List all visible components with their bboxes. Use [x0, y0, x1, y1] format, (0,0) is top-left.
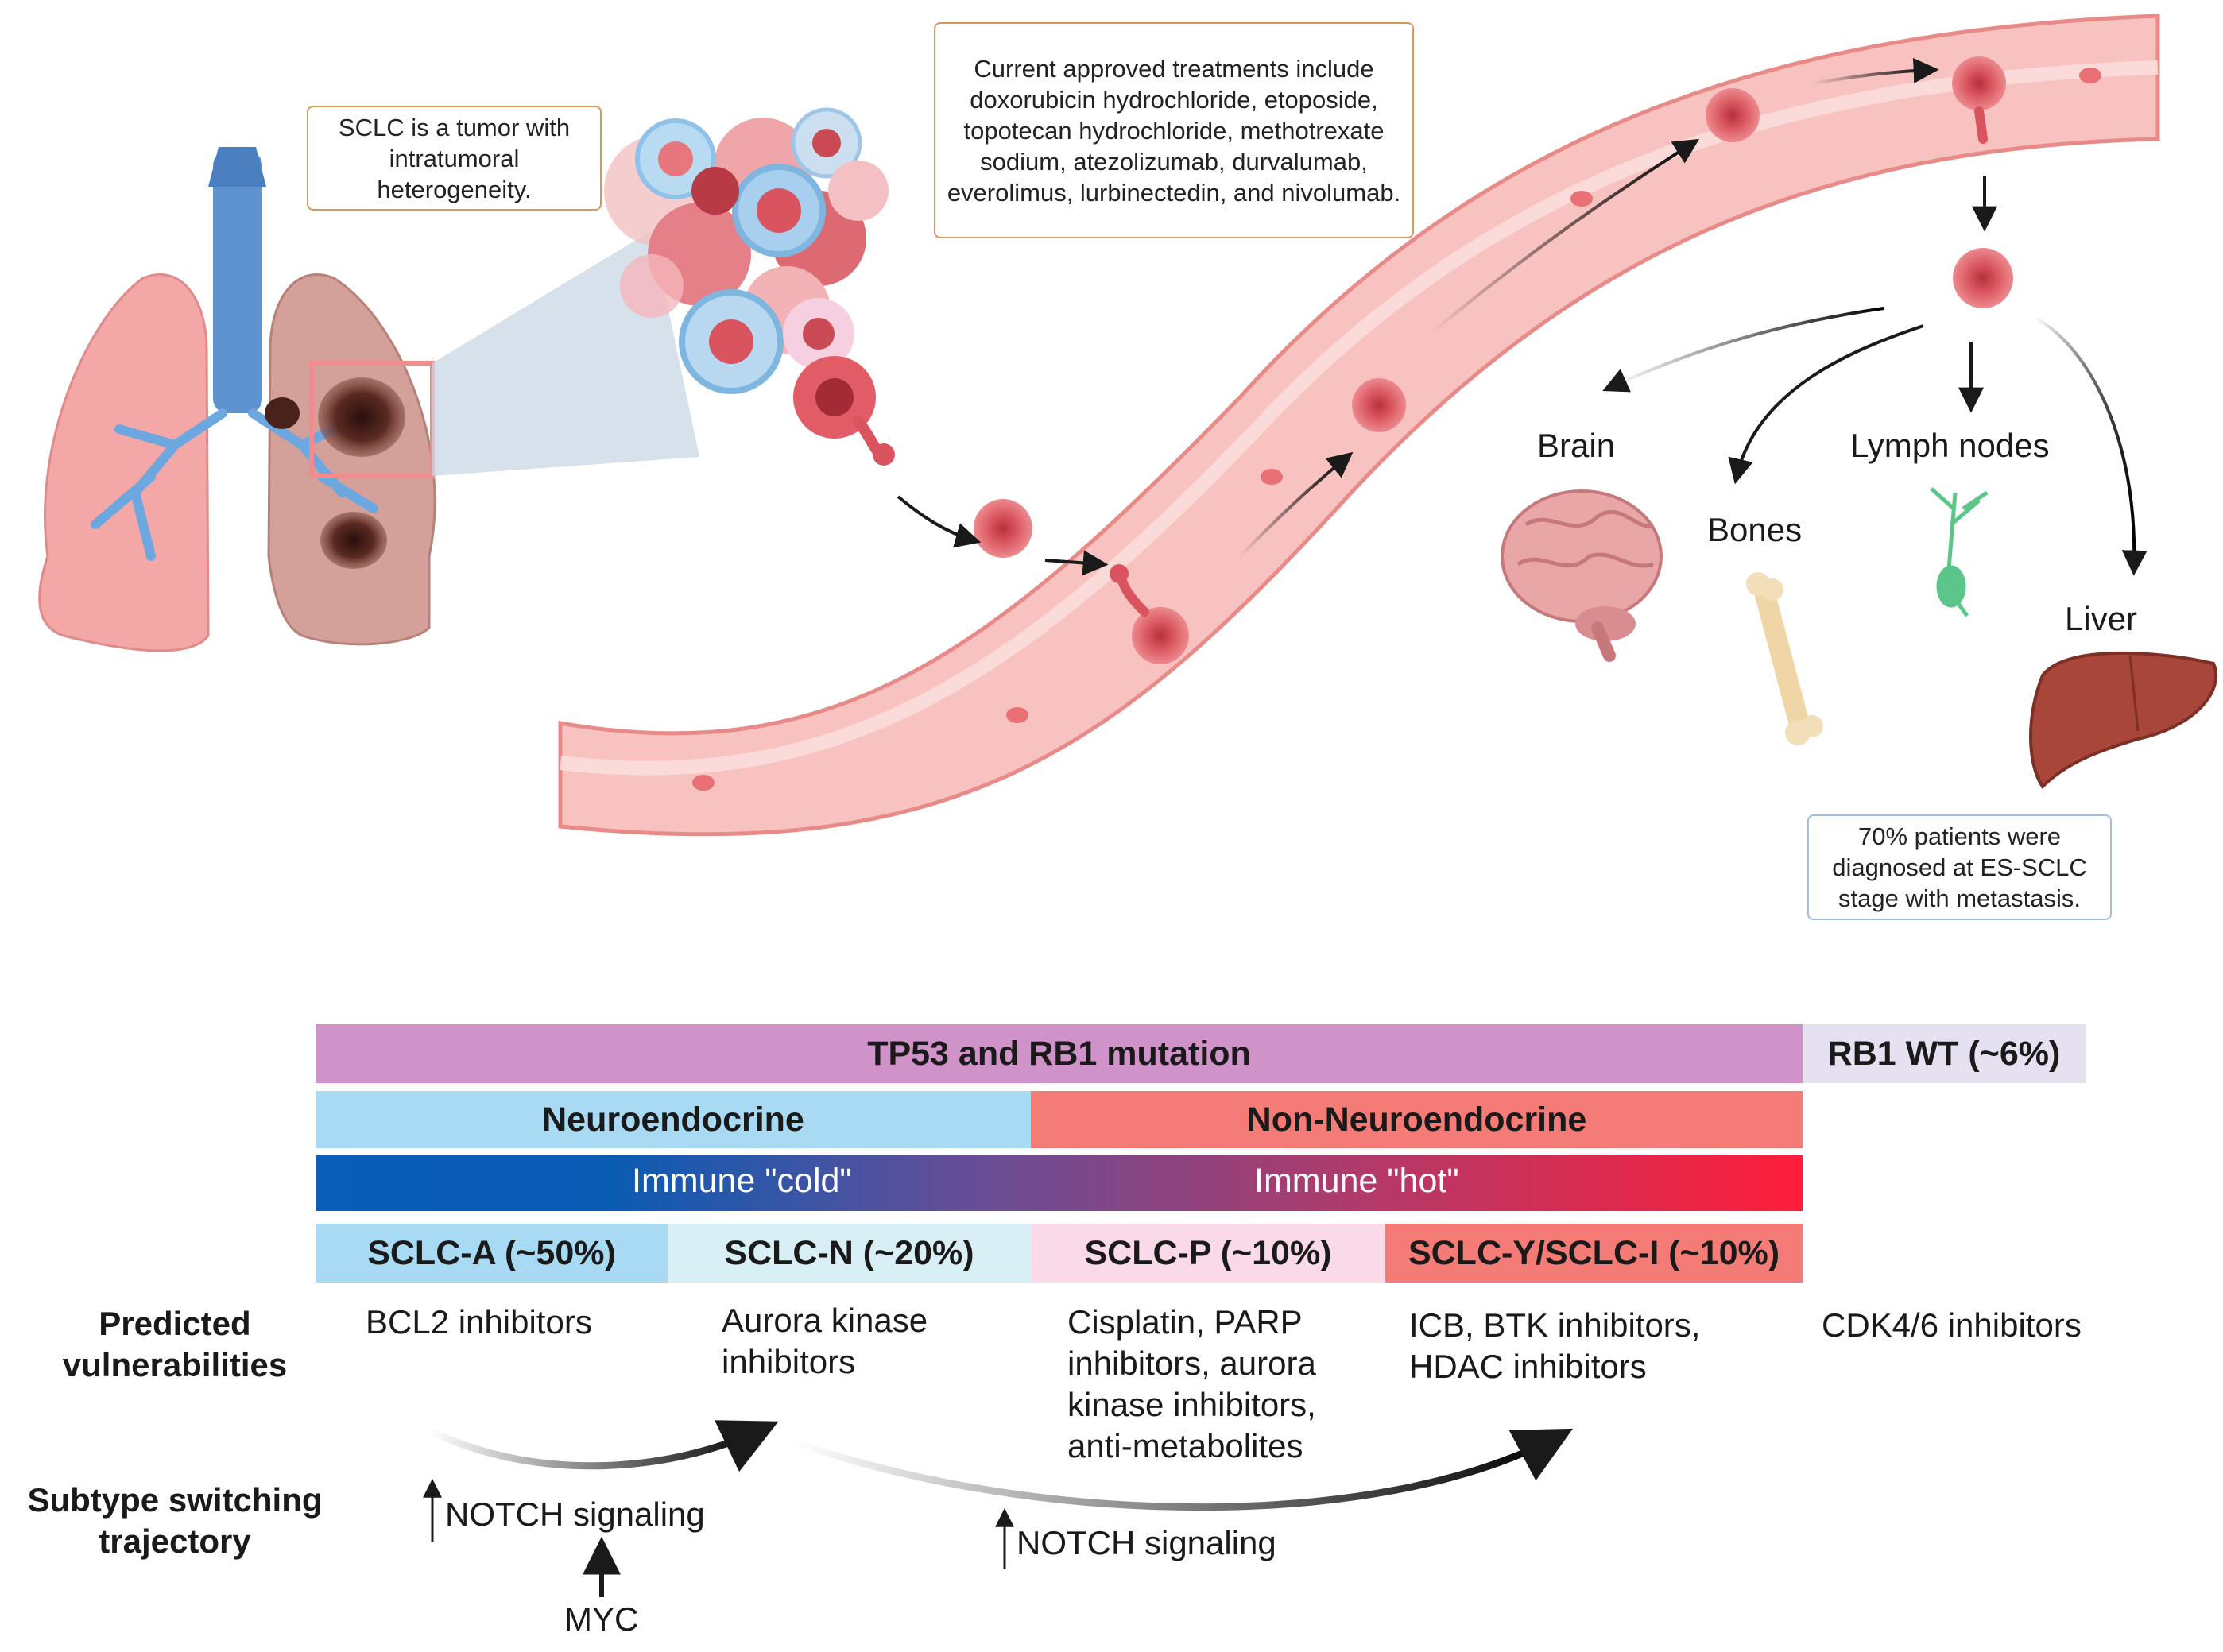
circulating-tumor-cell — [974, 499, 1032, 558]
vulnerability-sclc-p: Cisplatin, PARP inhibitors, aurora kinas… — [1067, 1303, 1316, 1464]
vulnerability-sclc-n: Aurora kinase inhibitors — [722, 1302, 928, 1380]
brain-label: Brain — [1537, 427, 1616, 464]
liver-icon — [2029, 651, 2218, 790]
brain-icon — [1501, 489, 1663, 662]
subtype-sclc-n: SCLC-N (~20%) — [668, 1224, 1031, 1283]
neuroendocrine-band: Neuroendocrine — [316, 1091, 1031, 1148]
migration-arrows — [897, 57, 2147, 576]
heterogeneity-callout: SCLC is a tumor with intratumoral hetero… — [307, 106, 602, 211]
subtype-sclc-p: SCLC-P (~10%) — [1031, 1224, 1385, 1283]
vulnerability-sclc-a: BCL2 inhibitors — [366, 1303, 592, 1341]
predicted-vulnerabilities-label: Predicted vulnerabilities — [62, 1305, 288, 1383]
immune-hot-label: Immune "hot" — [1254, 1162, 1459, 1200]
notch-signaling-2: NOTCH signaling — [1017, 1524, 1276, 1561]
immune-gradient-band — [316, 1155, 1803, 1211]
subtype-sclc-a: SCLC-A (~50%) — [316, 1224, 668, 1283]
liver-label: Liver — [2065, 600, 2138, 637]
vulnerability-sclc-y-i: ICB, BTK inhibitors, HDAC inhibitors — [1409, 1306, 1701, 1385]
subtype-sclc-y-i: SCLC-Y/SCLC-I (~10%) — [1385, 1224, 1803, 1283]
immune-cold-label: Immune "cold" — [632, 1162, 852, 1200]
vulnerability-rb1-wt: CDK4/6 inhibitors — [1822, 1306, 2082, 1344]
subtype-switching-label: Subtype switching trajectory — [27, 1481, 323, 1560]
bone-icon — [1746, 572, 1823, 745]
notch-signaling-1: NOTCH signaling — [445, 1495, 705, 1533]
bones-label: Bones — [1707, 511, 1803, 548]
diagnosis-callout: 70% patients were diagnosed at ES-SCLC s… — [1807, 814, 2112, 920]
blood-vessel-icon — [558, 14, 2160, 837]
myc-label: MYC — [564, 1600, 639, 1638]
extravasating-tumor-cell — [1953, 248, 2013, 308]
switching-arrows — [423, 1420, 1574, 1597]
lungs-icon — [38, 147, 699, 652]
mutation-band: TP53 and RB1 mutation — [316, 1024, 1803, 1083]
rb1-wt-band: RB1 WT (~6%) — [1803, 1024, 2086, 1083]
neuron-icon — [1930, 487, 1989, 617]
lymph-nodes-label: Lymph nodes — [1850, 427, 2050, 464]
tumor-cluster-icon — [604, 107, 895, 466]
treatments-callout: Current approved treatments include doxo… — [934, 22, 1414, 238]
non-neuroendocrine-band: Non-Neuroendocrine — [1031, 1091, 1803, 1148]
